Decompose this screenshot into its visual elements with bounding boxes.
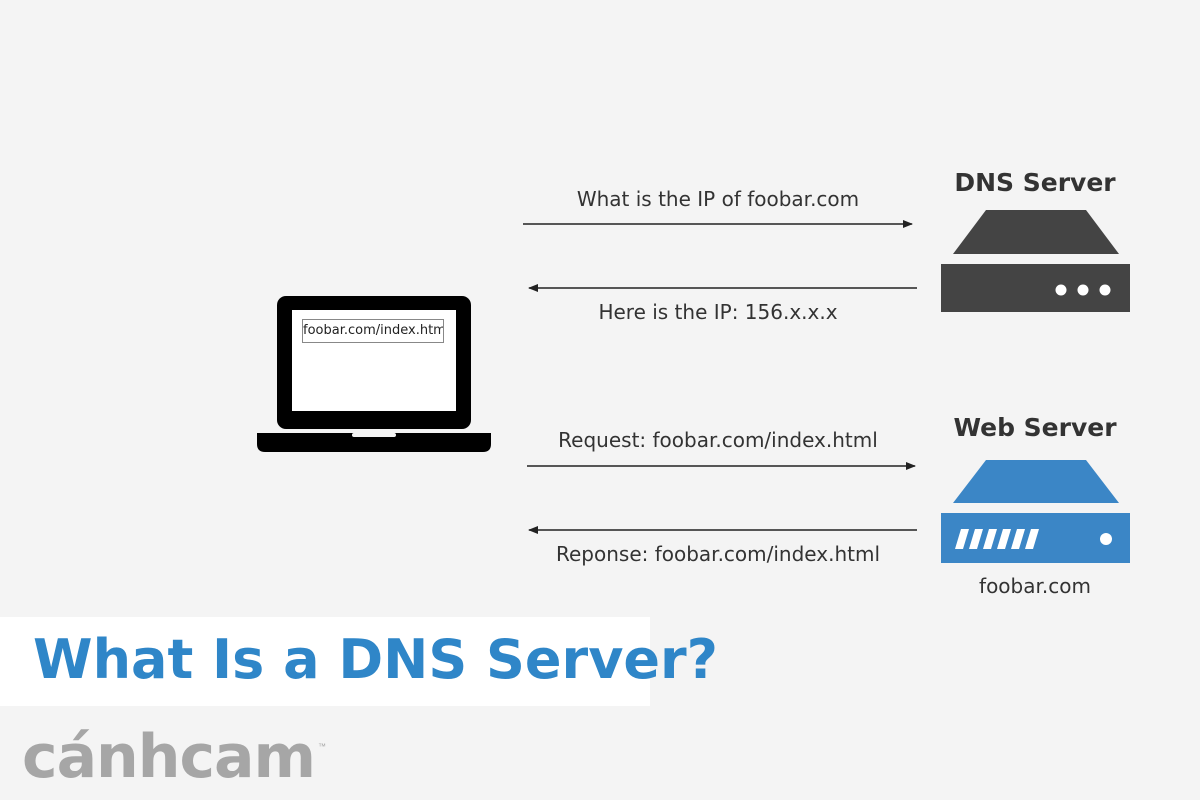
dns-reply-label: Here is the IP: 156.x.x.x [598, 300, 838, 324]
http-response-label: Reponse: foobar.com/index.html [555, 542, 881, 566]
web-server-caption: foobar.com [979, 574, 1091, 598]
page-title: What Is a DNS Server? [33, 628, 718, 691]
dns-server-icon [941, 210, 1130, 312]
brand-logo: cánhcam [22, 722, 316, 792]
http-request-label: Request: foobar.com/index.html [558, 428, 878, 452]
laptop-url-bar: foobar.com/index.html [302, 319, 444, 343]
dns-query-label: What is the IP of foobar.com [576, 187, 860, 211]
dns-server-title: DNS Server [954, 168, 1116, 197]
web-server-title: Web Server [953, 413, 1117, 442]
web-server-icon [941, 460, 1130, 563]
title-banner [0, 617, 650, 706]
trademark-mark: ™ [318, 742, 326, 751]
